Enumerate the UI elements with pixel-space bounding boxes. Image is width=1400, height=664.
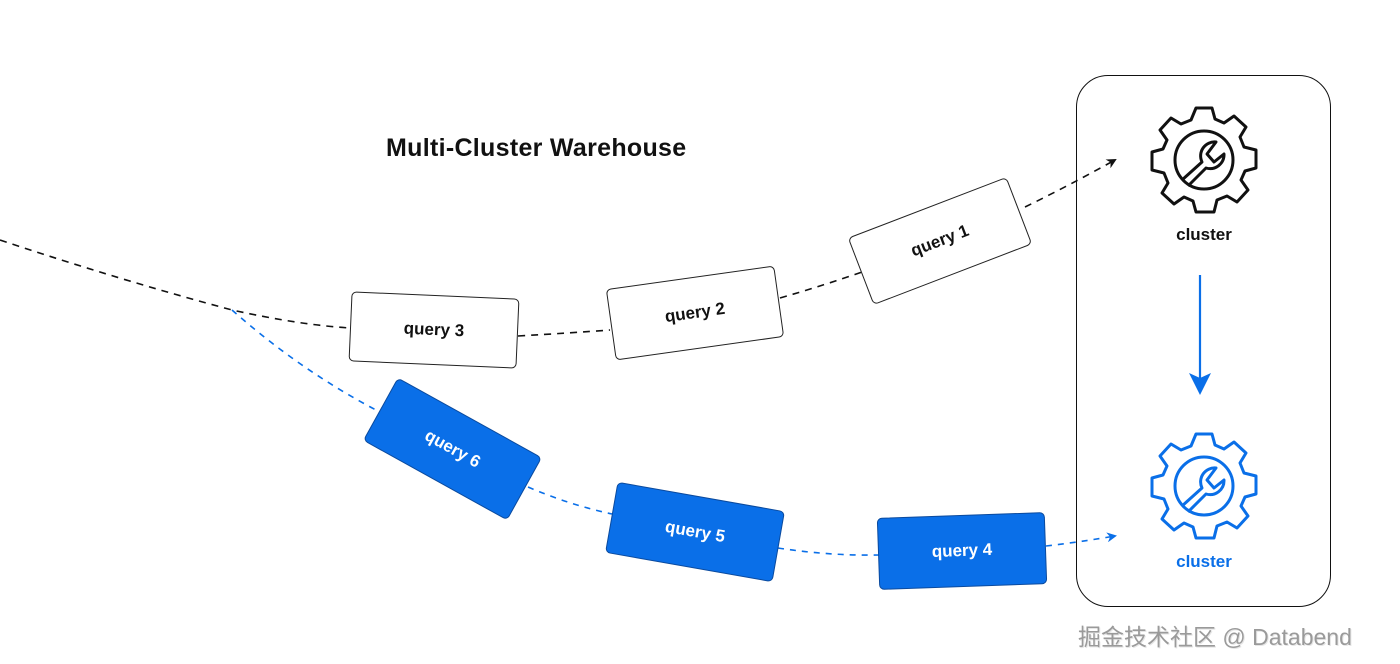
bottom-queue-path-incoming [231,309,377,411]
query-box: query 3 [348,291,520,369]
bottom-queue-path-6-5 [527,486,613,515]
watermark: 掘金技术社区 @ Databend [1078,624,1352,650]
top-queue-path-2-1 [779,271,863,299]
top-queue-path-3-2 [517,329,611,337]
gear-wrench-icon [1150,432,1258,540]
cluster-label: cluster [1176,552,1232,571]
cluster-panel [1076,75,1331,607]
cluster-label: cluster [1176,225,1232,244]
diagram-title: Multi-Cluster Warehouse [386,134,687,162]
bottom-queue-path-4-cluster [1045,532,1117,547]
query-box: query 4 [876,512,1048,590]
bottom-queue-path-5-4 [777,547,881,556]
top-queue-path-incoming [0,239,351,329]
arrow-down-icon [1189,275,1211,395]
gear-wrench-icon [1150,106,1258,214]
